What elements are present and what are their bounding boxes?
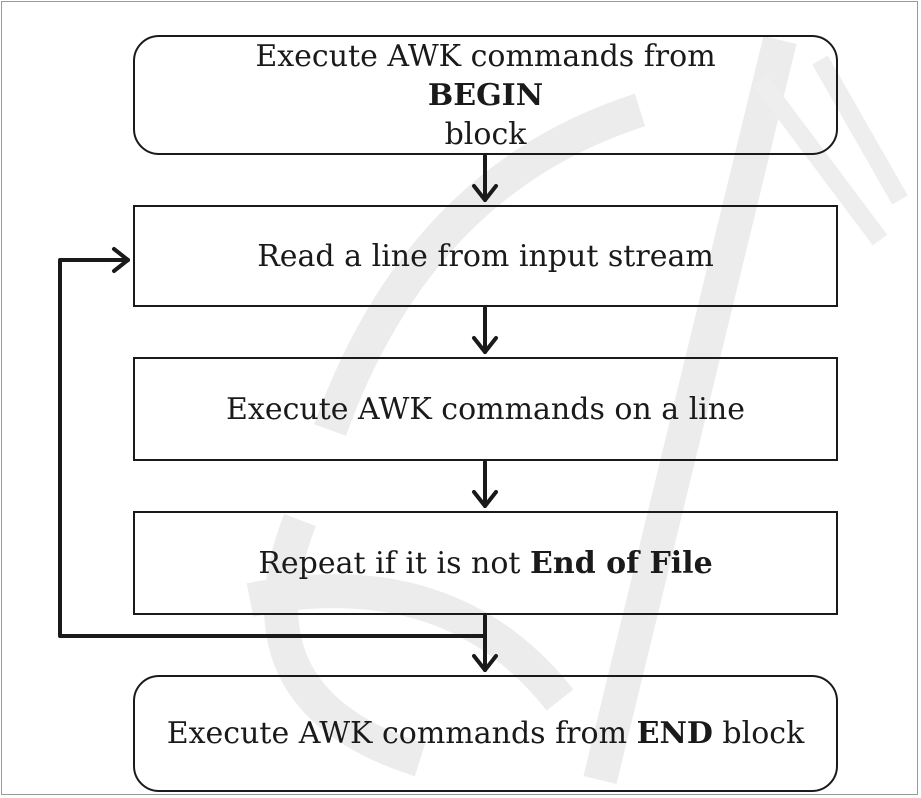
step-repeat-check: Repeat if it is not End of File	[133, 511, 838, 615]
arrow-begin-to-read	[472, 154, 498, 202]
step-read-text: Read a line from input stream	[257, 238, 714, 274]
arrow-repeat-to-end	[472, 614, 498, 672]
step-end-text: Execute AWK commands from END block	[166, 716, 805, 751]
step-begin-block: Execute AWK commands from BEGIN block	[133, 35, 838, 155]
arrow-exec-to-repeat	[472, 460, 498, 508]
step-exec-text: Execute AWK commands on a line	[226, 391, 745, 427]
step-repeat-text: Repeat if it is not End of File	[258, 545, 713, 581]
step-execute-commands: Execute AWK commands on a line	[133, 357, 838, 461]
step-end-block: Execute AWK commands from END block	[133, 675, 838, 792]
step-read-line: Read a line from input stream	[133, 205, 838, 307]
arrow-loop-back-to-read	[58, 247, 487, 638]
step-begin-text: Execute AWK commands from BEGIN block	[255, 38, 716, 152]
arrow-read-to-exec	[472, 306, 498, 354]
